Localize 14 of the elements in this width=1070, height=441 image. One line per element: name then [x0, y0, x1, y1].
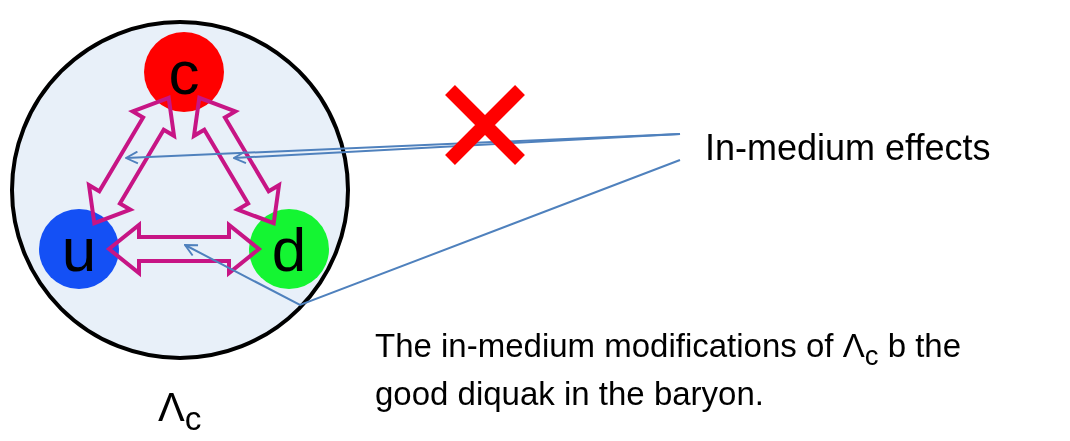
- annotation-text: In-medium effects: [705, 120, 1065, 176]
- note-text: The in-medium modifications of Λ$_{c}$ b the good diquak in the baryon.: [375, 326, 963, 414]
- double-arrow: [105, 220, 263, 278]
- leader-line: [233, 133, 681, 165]
- quark-circle: [249, 209, 329, 289]
- double-arrow: [86, 95, 177, 226]
- quark-label: c: [168, 37, 200, 104]
- leader-line: [184, 159, 681, 307]
- quark-label: u: [61, 214, 97, 281]
- quark-label: d: [271, 214, 307, 281]
- double-arrow: [191, 95, 282, 226]
- quark-circle: [39, 209, 119, 289]
- quark-circle: [144, 32, 224, 112]
- particle-symbol: Λ$_{c}$: [158, 385, 202, 438]
